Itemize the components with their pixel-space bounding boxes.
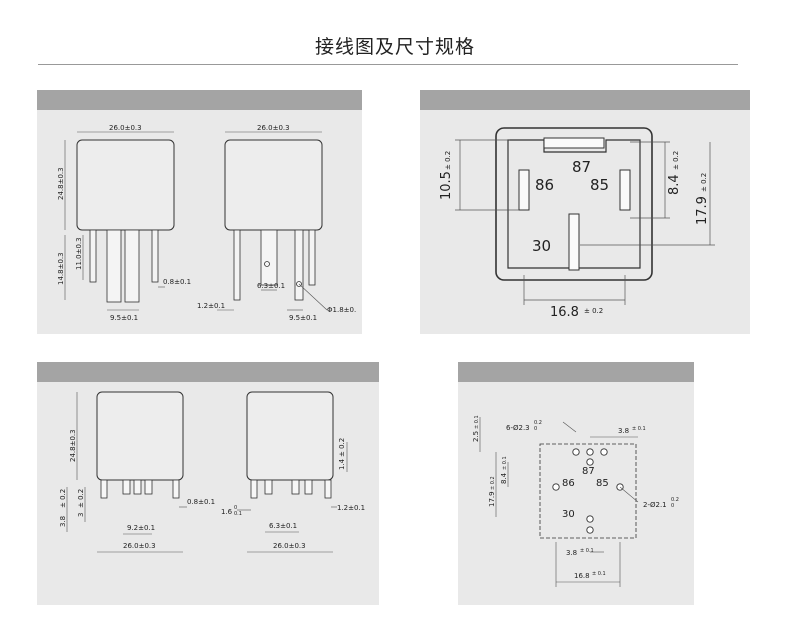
side-view-drawing: 26.0±0.3 26.0±0.3 24.8±0.3 14.8±0.3 11.0… xyxy=(57,124,356,322)
dim-pin-height-2: 3 xyxy=(77,513,85,517)
dim-h2-tol: ± 0.1 xyxy=(502,456,508,470)
dim-right-1: 8.4 xyxy=(667,174,682,195)
dim-pin-height-1-tol: ± 0.2 xyxy=(59,489,67,508)
holes-small: 2-Ø2.1 xyxy=(643,501,667,509)
dim-side-thickness: 1.2±0.1 xyxy=(337,504,365,512)
dim-bottom: 16.8 xyxy=(550,305,579,320)
relay-body-side xyxy=(224,139,323,231)
pin-label-85: 85 xyxy=(596,478,609,489)
dim-pin-height-2-tol: ± 0.2 xyxy=(77,489,85,508)
panel-header-bar xyxy=(37,362,379,382)
relay-body-front xyxy=(76,139,175,231)
holes-big-tol-hi: 0.2 xyxy=(534,420,542,426)
dim-top-spacing-tol: ± 0.1 xyxy=(632,426,646,432)
dim-side-offset-tol-lo: 0.1 xyxy=(234,511,242,517)
dim-width: 26.0±0.3 xyxy=(123,542,156,550)
dim-width-side: 26.0±0.3 xyxy=(257,124,290,132)
dim-side-w1-tol: ± 0.2 xyxy=(338,438,346,457)
dim-thickness: 0.8±0.1 xyxy=(187,498,215,506)
dim-pin-width: 6.3±0.1 xyxy=(257,282,285,290)
dim-h3: 17.9 xyxy=(488,491,496,507)
panel-side-views: 26.0±0.3 26.0±0.3 24.8±0.3 14.8±0.3 11.0… xyxy=(37,90,362,334)
dim-bottom-spacing: 3.8 xyxy=(566,549,577,557)
dim-pin-spacing: 9.5±0.1 xyxy=(110,314,138,322)
pin-label-30: 30 xyxy=(562,509,575,520)
dim-bottom-spacing-tol: ± 0.1 xyxy=(580,548,594,554)
dim-left-tol: ± 0.2 xyxy=(444,151,452,170)
dim-top-spacing: 3.8 xyxy=(618,427,629,435)
dim-h3-tol: ± 0.2 xyxy=(490,476,496,490)
title-divider xyxy=(38,64,738,65)
dim-width-front: 26.0±0.3 xyxy=(109,124,142,132)
panel-pcb-layout: 6-Ø2.3 0.2 0 2-Ø2.1 0.2 0 87 86 85 30 3.… xyxy=(458,362,694,605)
dim-pin-length-2: 11.0±0.3 xyxy=(75,237,83,270)
dim-pin-spacing-side: 9.5±0.1 xyxy=(289,314,317,322)
dim-side-offset: 1.6 xyxy=(221,508,233,516)
pcb-layout-drawing: 6-Ø2.3 0.2 0 2-Ø2.1 0.2 0 87 86 85 30 3.… xyxy=(472,415,679,587)
dim-h2: 8.4 xyxy=(500,472,508,484)
dim-width: 16.8 xyxy=(574,572,590,580)
dim-right-2-tol: ± 0.2 xyxy=(700,173,708,192)
dim-pin-offset: 1.2±0.1 xyxy=(197,302,225,310)
pcb-side-drawing: 24.8±0.3 3.8 ± 0.2 3 ± 0.2 9.2±0.1 26.0±… xyxy=(59,391,365,553)
dim-right-1-tol: ± 0.2 xyxy=(672,151,680,170)
pin-label-87: 87 xyxy=(582,466,595,477)
dim-pin-spacing: 9.2±0.1 xyxy=(127,524,155,532)
dim-right-2: 17.9 xyxy=(695,196,710,225)
dim-left: 10.5 xyxy=(439,171,454,200)
holes-small-tol-hi: 0.2 xyxy=(671,497,679,503)
dim-h1: 2.5 xyxy=(472,431,480,442)
dim-side-w1: 1.4 xyxy=(338,458,346,470)
page-title: 接线图及尺寸规格 xyxy=(314,36,475,58)
dim-pin-height-1: 3.8 xyxy=(59,516,67,527)
dim-pin-thickness: 0.8±0.1 xyxy=(163,278,191,286)
dim-h1-tol: ± 0.1 xyxy=(474,415,480,429)
dim-hole-diameter: Φ1.8±0. xyxy=(327,306,356,314)
pin-label-85: 85 xyxy=(590,176,609,194)
top-view-drawing: 87 86 85 30 10.5 ± 0.2 8.4 ± 0.2 17.9 ± … xyxy=(439,127,715,320)
dim-width-side: 26.0±0.3 xyxy=(273,542,306,550)
holes-small-tol-lo: 0 xyxy=(671,503,674,509)
panel-header-bar xyxy=(420,90,750,110)
panel-top-view: 87 86 85 30 10.5 ± 0.2 8.4 ± 0.2 17.9 ± … xyxy=(420,90,750,334)
pin-label-87: 87 xyxy=(572,158,591,176)
dim-height-total: 24.8±0.3 xyxy=(57,167,65,200)
dim-pin-length: 14.8±0.3 xyxy=(57,252,65,285)
panel-header-bar xyxy=(458,362,694,382)
pin-label-86: 86 xyxy=(535,176,554,194)
holes-big: 6-Ø2.3 xyxy=(506,424,530,432)
dim-side-offset-tol-hi: 0 xyxy=(234,505,237,511)
panel-pcb-side-views: 24.8±0.3 3.8 ± 0.2 3 ± 0.2 9.2±0.1 26.0±… xyxy=(37,362,379,605)
pin-label-86: 86 xyxy=(562,478,575,489)
dim-width-tol: ± 0.1 xyxy=(592,571,606,577)
panel-header-bar xyxy=(37,90,362,110)
dim-side-spacing: 6.3±0.1 xyxy=(269,522,297,530)
dim-bottom-tol: ± 0.2 xyxy=(584,307,603,315)
dim-height: 24.8±0.3 xyxy=(69,429,77,462)
holes-big-tol-lo: 0 xyxy=(534,426,537,432)
pin-label-30: 30 xyxy=(532,237,551,255)
